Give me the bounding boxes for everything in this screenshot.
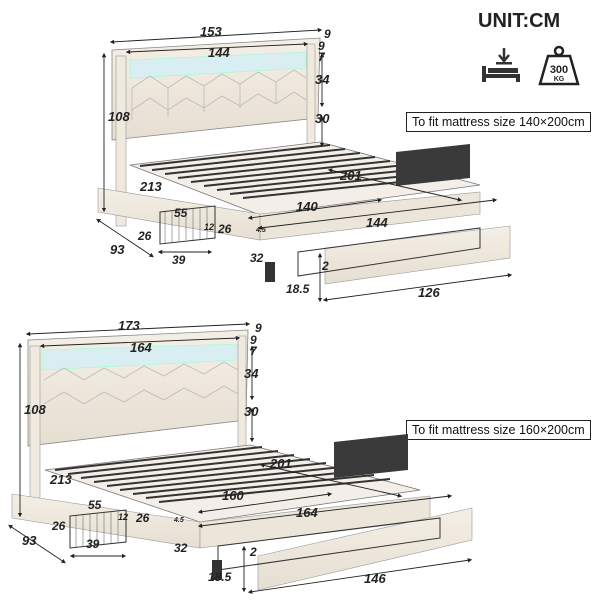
dim-9b: 9 xyxy=(250,333,257,347)
dim-drawer-w: 55 xyxy=(174,206,188,220)
bed-top: 153 144 9 9 7 34 108 30 201 213 140 144 … xyxy=(96,24,513,303)
dim-front-width: 164 xyxy=(296,505,318,520)
dim-30: 30 xyxy=(244,404,259,419)
dim-26b: 26 xyxy=(217,222,232,236)
dim-basket-h: 2 xyxy=(321,259,329,273)
dim-26a: 26 xyxy=(51,519,66,533)
dim-basket-d: 18.5 xyxy=(208,570,232,584)
led-strip xyxy=(129,51,307,79)
dim-height: 108 xyxy=(24,402,46,417)
dim-side: 213 xyxy=(139,179,162,194)
dim-drawer-len: 126 xyxy=(418,285,440,300)
dim-9a: 9 xyxy=(255,321,262,335)
front-drawer xyxy=(324,225,511,285)
dim-9a: 9 xyxy=(324,27,331,41)
dim-drawer-len: 146 xyxy=(364,571,386,586)
headboard-post xyxy=(29,345,41,517)
dim-overall-width: 173 xyxy=(118,318,140,333)
bed-leg xyxy=(212,560,222,580)
dim-basket-d: 18.5 xyxy=(286,282,310,296)
unit-title: UNIT:CM xyxy=(478,10,561,32)
tufting xyxy=(131,69,307,120)
dim-length: 201 xyxy=(339,168,362,183)
fit-label-bottom: To fit mattress size 160×200cm xyxy=(406,420,591,440)
dim-30: 30 xyxy=(315,111,330,126)
dim-depth: 93 xyxy=(22,533,37,548)
fit-label-top: To fit mattress size 140×200cm xyxy=(406,112,591,132)
front-drawer-basket xyxy=(297,227,481,277)
dim-side: 213 xyxy=(49,472,72,487)
dim-leg: 32 xyxy=(250,251,264,265)
bed-icon xyxy=(482,48,520,82)
dim-inner-width: 140 xyxy=(296,199,318,214)
dim-4-5: 4.5 xyxy=(255,227,266,234)
dim-drawer-d: 39 xyxy=(86,537,100,551)
weight-value: 300 xyxy=(550,64,568,76)
dim-34: 34 xyxy=(315,72,330,87)
dimension-lines xyxy=(8,321,473,594)
dim-headboard-width: 164 xyxy=(130,340,152,355)
dim-front-width: 144 xyxy=(366,215,388,230)
side-drawer-basket xyxy=(69,509,127,549)
dim-headboard-width: 144 xyxy=(208,45,230,60)
bed-leg xyxy=(265,262,275,282)
dim-26b: 26 xyxy=(135,511,150,525)
dim-34: 34 xyxy=(244,366,259,381)
dim-overall-width: 153 xyxy=(200,24,222,39)
dim-4-5: 4.5 xyxy=(173,517,184,524)
footboard-panel xyxy=(334,434,408,478)
dim-9b: 9 xyxy=(318,39,325,53)
weight-icon: 300 KG xyxy=(538,45,580,86)
tufting xyxy=(43,361,239,405)
dim-depth: 93 xyxy=(110,242,125,257)
bed-bottom: 173 164 9 9 7 34 108 30 201 213 160 164 … xyxy=(8,318,473,594)
dim-26a: 26 xyxy=(137,229,152,243)
headboard-post-right xyxy=(237,335,247,457)
side-drawer-basket xyxy=(159,205,216,245)
dim-length: 201 xyxy=(269,456,292,471)
dimension-labels: 173 164 9 9 7 34 108 30 201 213 160 164 … xyxy=(22,318,386,586)
weight-unit: KG xyxy=(554,76,565,83)
dim-height: 108 xyxy=(108,109,130,124)
dim-7: 7 xyxy=(318,50,326,64)
dim-7: 7 xyxy=(250,344,258,358)
dim-drawer-h: 12 xyxy=(204,222,214,232)
dimension-lines xyxy=(96,27,513,303)
dim-drawer-w: 55 xyxy=(88,498,102,512)
dim-drawer-d: 39 xyxy=(172,253,186,267)
dim-basket-h: 2 xyxy=(249,545,257,559)
dim-drawer-h: 12 xyxy=(118,512,128,522)
dim-leg: 32 xyxy=(174,541,188,555)
dimension-labels: 153 144 9 9 7 34 108 30 201 213 140 144 … xyxy=(108,24,440,300)
dim-inner-width: 160 xyxy=(222,488,244,503)
